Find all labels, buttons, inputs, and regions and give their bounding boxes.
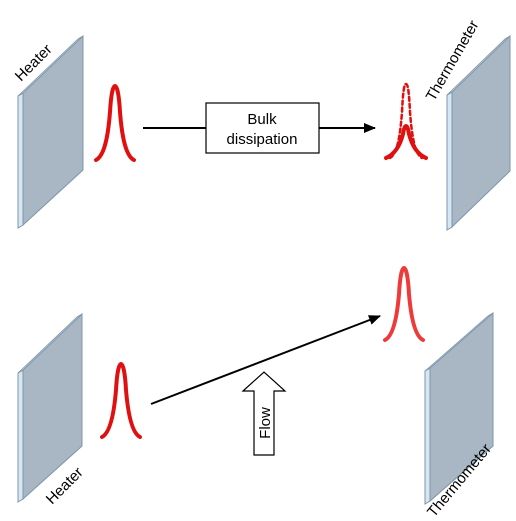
heat-pulse-advected	[383, 265, 425, 342]
bulk-dissipation-box: Bulk dissipation	[205, 102, 320, 154]
arrow-advected-path	[150, 315, 381, 405]
heat-pulse-attenuated	[384, 123, 428, 160]
heat-pulse-original-dashed	[388, 82, 424, 160]
heat-pulse-source-bottom	[100, 361, 142, 439]
bulk-dissipation-label-line2: dissipation	[227, 131, 298, 148]
heater-plate-bottom	[17, 312, 83, 503]
thermometer-plate-top	[446, 34, 511, 231]
bulk-dissipation-label-line1: Bulk	[247, 111, 277, 128]
flow-arrow: Flow	[241, 371, 287, 456]
top-panel: Heater Bulk dissipation Thermometer	[12, 18, 511, 231]
heat-pulse-source-top	[94, 83, 136, 162]
heater-plate-top	[17, 34, 84, 229]
thermometer-plate-bottom	[424, 311, 494, 505]
flow-label: Flow	[257, 407, 274, 439]
bottom-panel: Heater Flow Thermometer	[17, 265, 495, 521]
